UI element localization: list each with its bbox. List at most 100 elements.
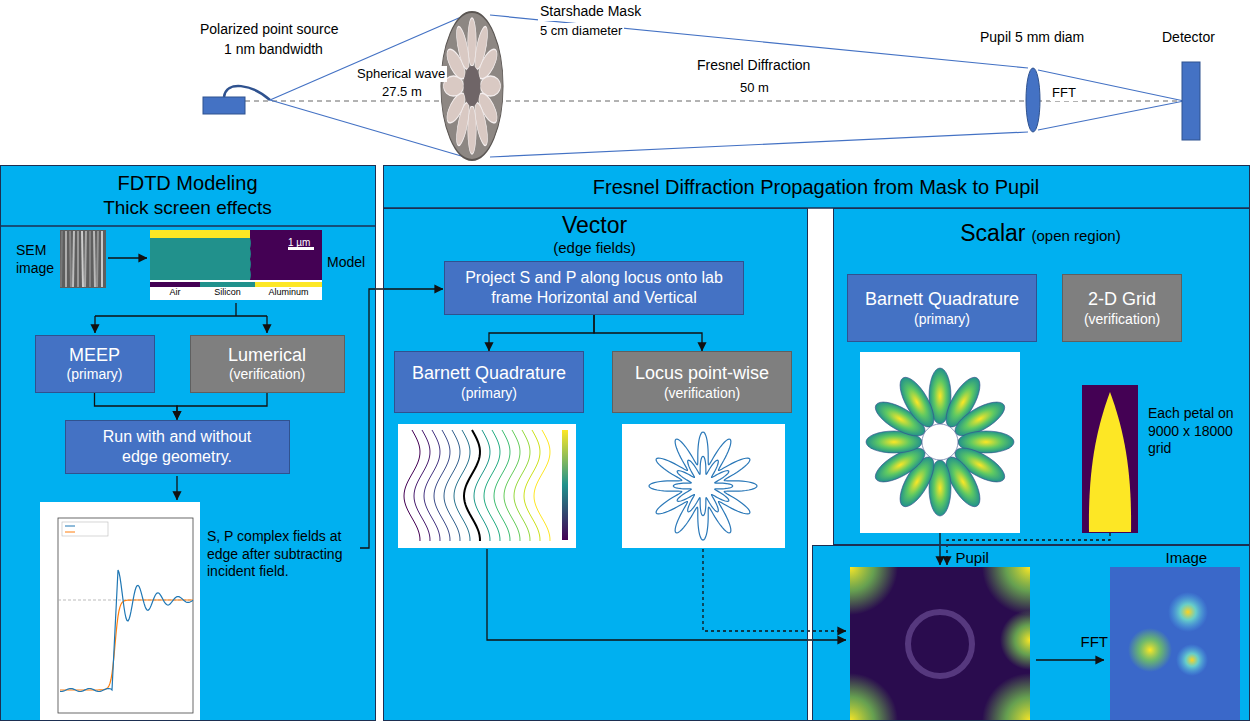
petal-center xyxy=(922,424,958,460)
box-subtext: (edge fields) xyxy=(384,239,806,258)
text-holder: Scalar(open region) xyxy=(834,219,1248,248)
box-heading: Barnett Quadrature xyxy=(865,288,1019,311)
scalar-plot xyxy=(860,352,1020,533)
sem-image xyxy=(60,230,106,288)
edge-field-curve xyxy=(444,430,460,541)
legend-text: Silicon xyxy=(200,288,255,298)
flow-arrow xyxy=(487,549,846,640)
image-label: Model xyxy=(327,254,365,272)
box-subtext: (primary) xyxy=(914,311,970,329)
label-holder: SEM image xyxy=(16,242,58,277)
label-holder: Model xyxy=(327,253,365,272)
image-spot xyxy=(1128,628,1172,672)
label-holder: Each petal on 9000 x 18000 grid xyxy=(1148,405,1243,458)
box-heading: Vector xyxy=(384,211,806,240)
scalar-petal xyxy=(893,372,940,431)
spherical-wave-ray xyxy=(270,100,468,158)
connector-arrow xyxy=(489,315,594,351)
process-box: Run with and without edge geometry. xyxy=(65,420,290,474)
label-holder: Detector xyxy=(1160,28,1217,47)
pupil-blob xyxy=(1000,610,1030,670)
legend-text: Air xyxy=(150,288,200,298)
petal-ring xyxy=(866,368,1014,516)
panel-fill xyxy=(833,208,1250,545)
sem-streak xyxy=(89,231,91,287)
grid-image xyxy=(1082,385,1138,533)
flow-arrow xyxy=(1036,659,1104,660)
panel-divider xyxy=(0,225,376,227)
flow-arrow xyxy=(108,257,147,258)
legend-holder: Silicon xyxy=(200,288,255,298)
label-holder: 5 cm diameter xyxy=(538,21,624,39)
label-holder: 50 m xyxy=(738,78,771,96)
process-box: Barnett Quadrature(primary) xyxy=(394,351,584,413)
box-heading: Fresnel Diffraction Propagation from Mas… xyxy=(384,175,1248,200)
method-panel: Fresnel Diffraction Propagation from Mas… xyxy=(383,165,1250,721)
panel-fill xyxy=(0,165,376,721)
edge-field-curve xyxy=(514,430,530,541)
image-plot xyxy=(1110,567,1240,721)
sem-streak xyxy=(70,231,71,287)
connector-arrow xyxy=(95,393,178,420)
method-panel: FDTD ModelingThick screen effectsMEEP(pr… xyxy=(0,165,376,721)
label-holder: S, P complex fields at edge after subtra… xyxy=(207,528,357,581)
text-holder: Vector(edge fields) xyxy=(384,211,806,259)
box-subtext: (verification) xyxy=(1084,311,1160,329)
edge-field-curve xyxy=(414,430,430,541)
pupil-ring xyxy=(908,612,972,676)
panel-fill xyxy=(383,165,1250,208)
source-label: 1 nm bandwidth xyxy=(222,41,325,59)
box-heading: MEEP xyxy=(69,344,120,367)
sem-streak xyxy=(94,231,95,287)
text-holder: FDTD ModelingThick screen effects xyxy=(1,171,374,220)
model-silicon-region xyxy=(150,238,251,280)
scale-label: 1 µm xyxy=(288,237,310,250)
image-spot xyxy=(1176,644,1208,676)
pupil-blob xyxy=(982,673,1030,721)
box-heading: Project S and P along locus onto lab fra… xyxy=(463,268,725,308)
label-holder: Polarized point source xyxy=(198,20,341,39)
model-silicon-ground xyxy=(150,230,322,280)
edge-field-curve xyxy=(464,430,480,541)
image-spot xyxy=(1168,592,1208,632)
focus-ray xyxy=(1038,70,1184,101)
pupil-blob xyxy=(850,673,898,721)
mask-label: Starshade Mask xyxy=(538,3,643,21)
legend-swatch xyxy=(200,282,255,287)
sem-streak xyxy=(65,231,67,287)
flow-arrow xyxy=(95,303,267,316)
connector-arrow xyxy=(177,393,267,420)
box-subtext: (primary) xyxy=(461,385,517,403)
box-subtext: (open region) xyxy=(1031,227,1120,244)
method-panel: Vector(edge fields) Project S and P along… xyxy=(383,208,808,721)
path-label: Spherical wave xyxy=(355,66,447,82)
box-heading: Run with and without edge geometry. xyxy=(88,427,266,467)
sem-streak xyxy=(82,231,83,287)
process-box: MEEP(primary) xyxy=(35,335,155,393)
text-holder: Fresnel Diffraction Propagation from Mas… xyxy=(384,175,1248,200)
box-heading: Locus point-wise xyxy=(635,362,769,385)
image-label: SEM image xyxy=(16,242,58,277)
box-subtext: Image xyxy=(1166,549,1208,568)
plot-legend-line xyxy=(65,526,75,527)
sem-streak xyxy=(101,231,103,287)
legend-swatch xyxy=(255,282,322,287)
legend-swatch xyxy=(150,282,200,287)
sem-streak xyxy=(77,231,79,287)
locus-curve xyxy=(649,432,757,540)
plot-frame xyxy=(58,518,193,713)
process-box: Barnett Quadrature(primary) xyxy=(847,274,1037,342)
edge-field-curves xyxy=(404,430,550,541)
edge-field-curve xyxy=(404,430,420,541)
edge-field-curve xyxy=(524,430,540,541)
step-label: FFT xyxy=(1050,85,1078,101)
starshade-disk xyxy=(441,12,503,160)
detector xyxy=(1182,62,1200,140)
panel-fill xyxy=(383,208,808,721)
field-plot xyxy=(40,502,200,721)
box-heading: Pupil xyxy=(956,549,989,568)
edge-field-curve xyxy=(454,430,470,541)
sem-streak xyxy=(61,231,62,287)
text-holder: Image xyxy=(1166,549,1208,568)
edge-field-curve xyxy=(504,430,520,541)
